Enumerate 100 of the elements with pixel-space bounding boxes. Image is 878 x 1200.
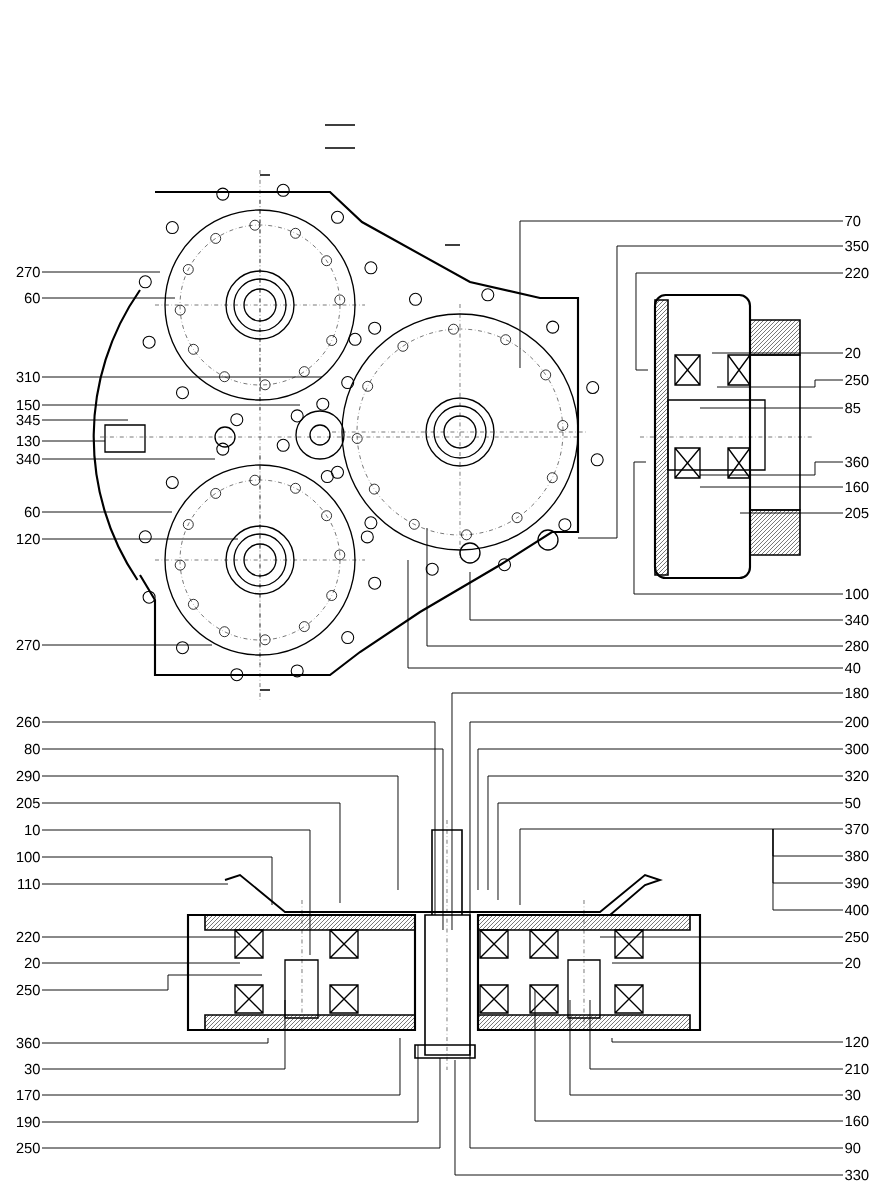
leader-line [41,511,173,513]
leader-line [407,559,844,669]
leader-line [534,989,844,1122]
callout-number: 300 [845,743,869,755]
leader-line [497,802,844,901]
callout-number: 150 [17,399,40,411]
leader-line [519,828,844,906]
callout-number: 160 [845,1115,869,1127]
leader-line [454,1059,844,1176]
callout-number: 380 [845,850,869,862]
leader-line [469,721,844,931]
leader-line [41,962,241,964]
leader-line [41,829,311,956]
callout-number: 350 [845,240,869,252]
callout-number: 30 [24,1063,40,1075]
leader-line [41,721,436,916]
callout-number: 160 [845,481,869,493]
callout-number: 360 [16,1037,40,1049]
callout-number: 290 [16,770,40,782]
callout-number: 205 [845,507,869,519]
callout-number: 20 [24,957,40,969]
callout-number: 30 [845,1089,861,1101]
callout-number: 20 [845,347,861,359]
leader-line [41,271,161,273]
leader-line [426,527,844,647]
callout-number: 70 [845,215,861,227]
leader-line [41,458,216,460]
leader-line [41,538,239,540]
callout-number: 320 [845,770,869,782]
callout-number: 360 [845,456,869,468]
leader-line [635,272,844,371]
leader-line [469,1049,844,1149]
callout-number: 90 [845,1142,861,1154]
leader-line [41,974,263,991]
callout-number: 85 [845,402,861,414]
leader-line [41,775,399,891]
callout-number: 340 [16,453,40,465]
leader-line [41,883,229,885]
leader-line [699,461,844,476]
leader-line [487,775,844,891]
callout-number: 250 [16,984,40,996]
leader-line [577,245,844,539]
leader-line [41,1057,441,1149]
leader-line [469,571,844,621]
leader-line [41,802,341,904]
leader-line [739,512,844,514]
leader-line [41,297,176,299]
callout-number: 250 [16,1142,40,1154]
callout-number: 110 [18,878,40,890]
leader-line [611,1037,844,1043]
callout-number: 100 [17,851,40,863]
callout-number: 390 [845,877,869,889]
callout-number: 60 [24,292,40,304]
callout-number: 210 [845,1063,869,1075]
callout-number: 370 [845,823,869,835]
callout-number: 100 [845,588,869,600]
callout-number: 330 [845,1169,869,1181]
callout-number: 200 [845,716,869,728]
leader-line [772,828,844,911]
leader-line [41,404,301,406]
callout-number: 50 [845,797,861,809]
callout-number: 60 [24,506,40,518]
leader-line [41,1044,419,1123]
leader-line [41,856,273,906]
leader-line [477,748,844,891]
leader-line [41,376,323,378]
callout-number: 20 [845,957,861,969]
callout-number: 345 [16,414,40,426]
leader-line [633,461,844,595]
leader-line [699,486,844,488]
callout-number: 340 [845,614,869,626]
callout-number: 130 [17,435,40,447]
leader-line [699,407,844,409]
callout-number: 205 [16,797,40,809]
leader-line [611,962,844,964]
callout-number: 250 [845,374,869,386]
leader-line [41,644,213,646]
leader-line [41,1037,401,1096]
leader-line [599,936,844,938]
callout-number: 220 [845,267,869,279]
leader-line [41,1037,269,1044]
leader-line [41,419,129,421]
callout-number: 280 [845,640,869,652]
leader-line [716,379,844,388]
callout-number: 400 [844,904,869,916]
callout-number: 170 [17,1089,40,1101]
callout-number: 190 [17,1116,40,1128]
leader-line [41,748,444,931]
leader-line [41,440,106,442]
callout-number: 270 [16,639,40,651]
callout-number: 220 [16,931,40,943]
callout-number: 120 [17,533,40,545]
callout-number: 310 [16,371,40,383]
callout-number: 250 [845,931,869,943]
callout-number: 40 [844,662,861,674]
callout-number: 180 [845,687,869,699]
leader-line [519,220,844,369]
leader-line [589,999,844,1070]
callout-number: 260 [16,716,40,728]
callout-number: 10 [25,824,40,836]
